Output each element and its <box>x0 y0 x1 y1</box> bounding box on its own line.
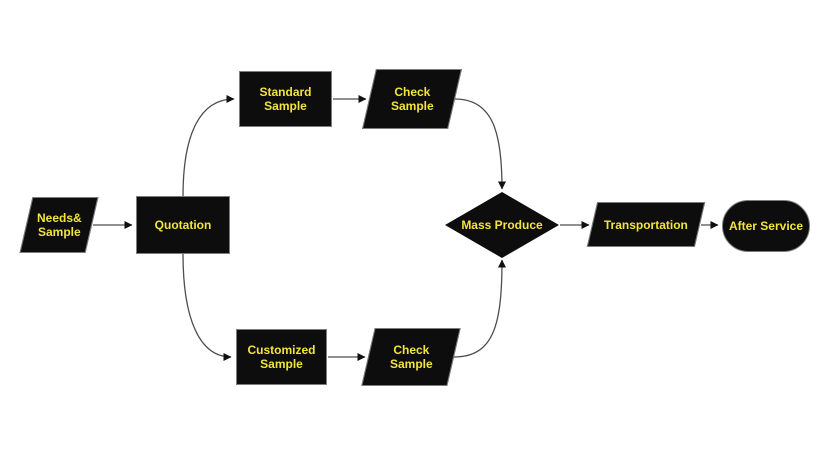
node-customized-sample-label: Customized Sample <box>247 343 316 371</box>
node-check-sample-bottom: Check Sample <box>361 328 461 386</box>
node-check-sample-bottom-label: Check Sample <box>389 343 433 371</box>
node-quotation: Quotation <box>136 196 230 254</box>
node-needs-sample-label: Needs& Sample <box>36 211 82 239</box>
edge-check-sample-top-to-mass-produce <box>454 98 506 190</box>
node-standard-sample-label: Standard Sample <box>259 85 312 113</box>
node-after-service-label: After Service <box>728 219 804 233</box>
node-transportation: Transportation <box>586 202 706 247</box>
node-needs-sample: Needs& Sample <box>19 197 99 253</box>
edge-quotation-to-standard-sample <box>182 95 235 197</box>
edge-check-sample-bottom-to-mass-produce <box>453 259 506 358</box>
node-quotation-label: Quotation <box>154 218 212 232</box>
edge-quotation-to-customized-sample <box>182 253 232 361</box>
node-transportation-label: Transportation <box>603 217 688 232</box>
node-standard-sample: Standard Sample <box>239 71 332 127</box>
node-check-sample-top: Check Sample <box>362 69 462 129</box>
node-mass-produce-label: Mass Produce <box>461 218 543 232</box>
node-customized-sample: Customized Sample <box>236 329 327 385</box>
node-check-sample-top-label: Check Sample <box>390 85 434 113</box>
node-after-service: After Service <box>722 200 810 252</box>
